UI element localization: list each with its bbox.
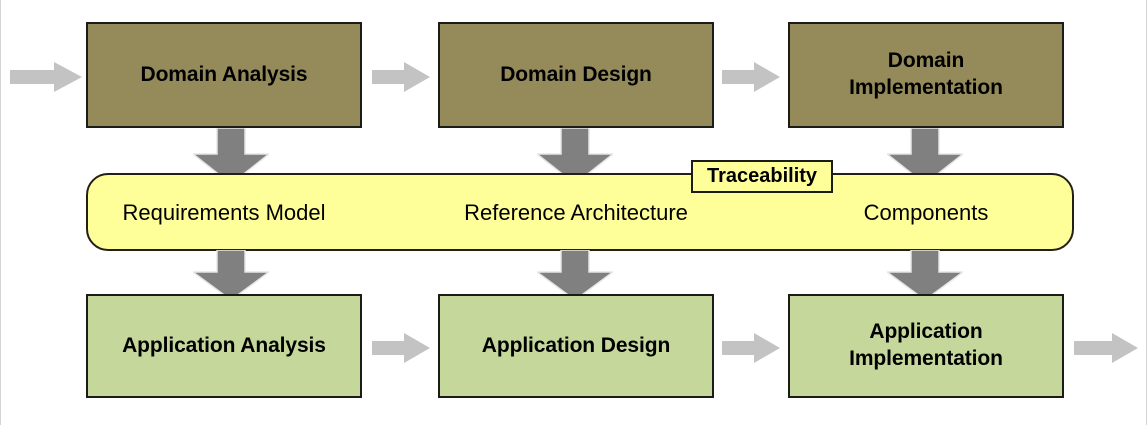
artifact-label-reference-architecture: Reference Architecture (464, 200, 688, 225)
arrow-requirements-model-down (193, 250, 269, 300)
box-domain-analysis[interactable]: Domain Analysis (86, 22, 362, 128)
arrow-components-down (887, 250, 963, 300)
box-application-design-label: Application Design (481, 333, 671, 357)
arrow-reference-architecture-down (537, 250, 613, 300)
box-application-implementation-label-line1: Application (869, 320, 983, 344)
box-application-implementation-label: Application Implementation (849, 319, 1003, 373)
outflow-arrow-application (1074, 333, 1138, 363)
arrow-application-design-to-implementation (722, 333, 780, 363)
arrow-domain-design-to-implementation (722, 62, 780, 92)
traceability-callout: Traceability (691, 160, 833, 193)
arrow-domain-analysis-down (193, 128, 269, 184)
page-edge-left (0, 0, 1, 425)
box-application-design[interactable]: Application Design (438, 294, 714, 398)
box-application-implementation-label-line2: Implementation (849, 347, 1003, 370)
box-domain-analysis-label: Domain Analysis (140, 62, 308, 86)
box-domain-design-label: Domain Design (500, 62, 652, 86)
arrow-application-analysis-to-design (372, 333, 430, 363)
box-application-implementation[interactable]: Application Implementation (788, 294, 1064, 398)
arrow-domain-analysis-to-design (372, 62, 430, 92)
artifact-band (86, 173, 1074, 251)
artifact-label-components: Components (863, 200, 989, 225)
inflow-arrow-domain (10, 62, 82, 92)
arrow-domain-implementation-down (887, 128, 963, 184)
box-domain-implementation-label-line1: Domain (887, 49, 965, 73)
box-domain-implementation-label-line2: Implementation (849, 76, 1003, 99)
box-application-analysis-label: Application Analysis (122, 333, 326, 357)
box-application-analysis[interactable]: Application Analysis (86, 294, 362, 398)
traceability-label: Traceability (706, 165, 818, 187)
box-domain-implementation-label: Domain Implementation (849, 48, 1003, 102)
arrow-domain-design-down (537, 128, 613, 184)
box-domain-design[interactable]: Domain Design (438, 22, 714, 128)
artifact-label-requirements-model: Requirements Model (122, 200, 326, 225)
box-domain-implementation[interactable]: Domain Implementation (788, 22, 1064, 128)
